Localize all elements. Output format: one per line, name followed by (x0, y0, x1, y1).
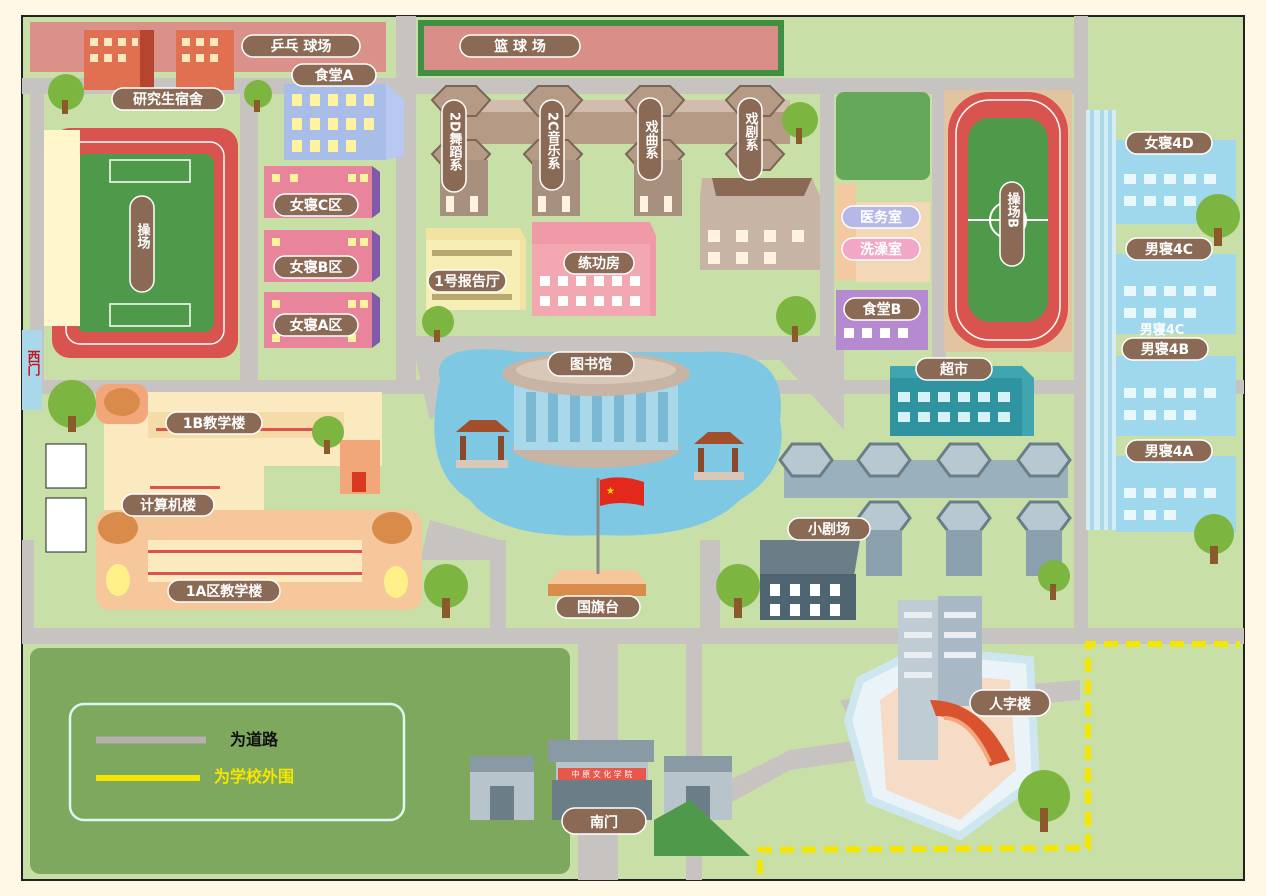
label-pingpong: 乒乓 球场 (271, 38, 332, 55)
label-teach-1a: 1A区教学楼 (186, 583, 263, 600)
label-small-theater: 小剧场 (808, 522, 850, 538)
label-west-gate: 西门 (25, 350, 41, 377)
trees (48, 74, 1240, 832)
label-bathhouse: 洗澡室 (860, 241, 902, 258)
south-gate: 中 原 文 化 学 院 (470, 740, 732, 820)
pavilion-west (456, 420, 510, 468)
south-grass (654, 800, 750, 856)
label-library: 图书馆 (570, 356, 612, 373)
label-girls-4d: 女寝4D (1144, 135, 1193, 152)
label-music-2c: 2C音乐系 (545, 112, 561, 171)
label-flag-stage: 国旗台 (577, 599, 619, 616)
label-teach-1b: 1B教学楼 (183, 415, 245, 432)
label-boys-4c-ghost: 男寝4C (1140, 322, 1185, 338)
label-canteen-a: 食堂A (315, 67, 354, 84)
east-dorm-buildings (1086, 110, 1236, 532)
boundary-line (757, 641, 1240, 874)
label-clinic: 医务室 (860, 209, 902, 226)
gate-plaque-text: 中 原 文 化 学 院 (572, 769, 633, 779)
label-girls-a: 女寝A区 (290, 317, 343, 334)
label-computer: 计算机楼 (140, 497, 196, 514)
label-boys-4a: 男寝4A (1145, 443, 1194, 460)
lecture-hall-building (426, 228, 526, 310)
supermarket-building (890, 366, 1034, 436)
legend-road-label: 为道路 (230, 730, 279, 749)
label-dance-2d: 2D舞蹈系 (447, 112, 464, 172)
label-ren-building: 人字楼 (989, 696, 1031, 713)
canteen-a-building (284, 84, 404, 160)
grad-dorm-buildings (84, 30, 234, 90)
west-stands (44, 130, 80, 326)
label-opera: 戏曲系 (643, 119, 660, 160)
label-playground-west: 操场 (135, 222, 151, 250)
label-south-gate: 南门 (590, 814, 618, 831)
label-canteen-b: 食堂B (863, 301, 902, 318)
svg-text:★: ★ (606, 486, 615, 497)
label-supermarket: 超市 (939, 361, 968, 378)
green-lawn (836, 92, 930, 180)
legend-boundary-label: 为学校外围 (214, 767, 294, 786)
label-lecture-hall: 1号报告厅 (434, 273, 500, 290)
flag-stage: ★ (548, 477, 646, 596)
label-boys-4c: 男寝4C (1145, 241, 1193, 258)
map-legend: 为道路 为学校外围 (68, 702, 406, 822)
small-plot-1 (45, 443, 87, 489)
label-grad-dorm: 研究生宿舍 (133, 91, 204, 108)
pavilion-east (694, 432, 744, 480)
small-plot-2 (45, 497, 87, 553)
map-labels: 乒乓 球场 篮 球 场 研究生宿舍 食堂A 女寝C区 女寝B区 女寝A区 1号报… (25, 34, 1213, 835)
label-girls-b: 女寝B区 (290, 259, 343, 276)
label-boys-4b: 男寝4B (1141, 341, 1189, 358)
label-basketball: 篮 球 场 (493, 38, 546, 55)
label-playground-b: 操场B (1005, 191, 1021, 227)
label-practice-room: 练功房 (578, 255, 620, 272)
label-drama: 戏剧系 (743, 111, 760, 152)
label-girls-c: 女寝C区 (290, 197, 342, 214)
west-gate-strip (22, 330, 42, 410)
